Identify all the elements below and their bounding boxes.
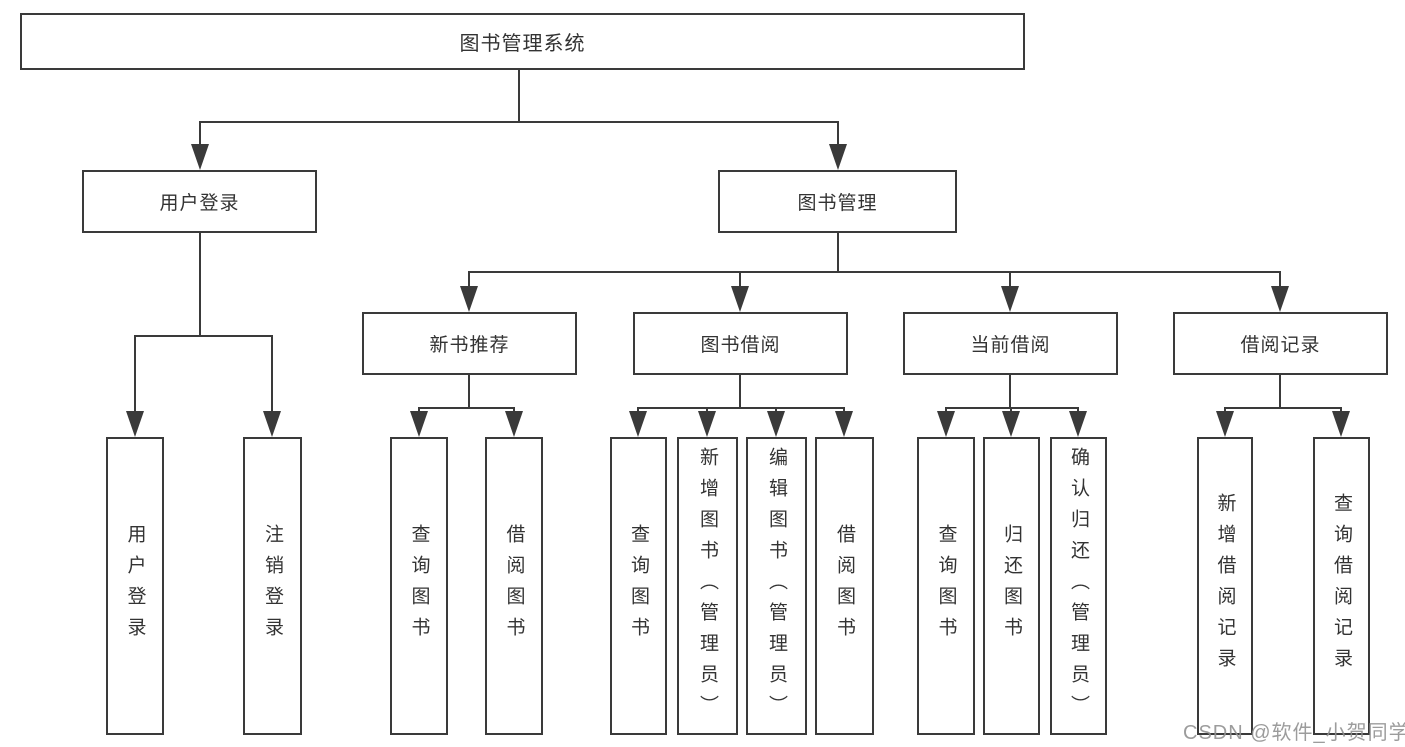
node-add-borrow-record: 新增借阅记录	[1197, 437, 1253, 735]
arrowhead-down-icon	[410, 411, 428, 437]
node-query-borrow-record: 查询借阅记录	[1313, 437, 1370, 735]
connector-level2-branch	[199, 121, 839, 123]
node-label: 查询图书	[628, 524, 649, 648]
connector-to-logout	[271, 335, 273, 413]
connector-book-borrow-stem	[739, 375, 741, 409]
node-confirm-return-admin: 确认归还（管理员）	[1050, 437, 1107, 735]
node-borrow-books: 借阅图书	[815, 437, 874, 735]
node-label: 新增图书（管理员）	[697, 446, 718, 726]
arrowhead-down-icon	[829, 144, 847, 170]
node-current-query-books: 查询图书	[917, 437, 975, 735]
connector-current-borrow-stem	[1009, 375, 1011, 409]
node-label: 注销登录	[262, 524, 283, 648]
arrowhead-down-icon	[698, 411, 716, 437]
node-user-login-leaf: 用户登录	[106, 437, 164, 735]
node-add-books-admin: 新增图书（管理员）	[677, 437, 738, 735]
connector-new-book-recommend-stem	[468, 375, 470, 409]
arrowhead-down-icon	[937, 411, 955, 437]
arrowhead-down-icon	[1001, 286, 1019, 312]
node-root: 图书管理系统	[20, 13, 1025, 70]
connector-user-login-stem	[199, 233, 201, 337]
arrowhead-down-icon	[505, 411, 523, 437]
connector-to-user-login-leaf	[134, 335, 136, 413]
arrowhead-down-icon	[460, 286, 478, 312]
node-label: 用户登录	[124, 524, 146, 648]
connector-current-borrow-branch	[945, 407, 1079, 409]
node-recommend-query-books: 查询图书	[390, 437, 448, 735]
connector-book-borrow-branch	[637, 407, 845, 409]
node-label: 查询图书	[935, 524, 957, 648]
node-borrow-records: 借阅记录	[1173, 312, 1388, 375]
arrowhead-down-icon	[126, 411, 144, 437]
arrowhead-down-icon	[1332, 411, 1350, 437]
arrowhead-down-icon	[1002, 411, 1020, 437]
arrowhead-down-icon	[835, 411, 853, 437]
connector-borrow-records-stem	[1279, 375, 1281, 409]
node-edit-books-admin: 编辑图书（管理员）	[746, 437, 807, 735]
node-current-borrow: 当前借阅	[903, 312, 1118, 375]
arrowhead-down-icon	[731, 286, 749, 312]
node-label: 查询图书	[408, 524, 430, 648]
node-book-management: 图书管理	[718, 170, 957, 233]
node-label: 新增借阅记录	[1214, 493, 1236, 679]
connector-root-stem	[518, 70, 520, 123]
node-user-login: 用户登录	[82, 170, 317, 233]
node-label: 确认归还（管理员）	[1068, 446, 1089, 726]
connector-user-login-branch	[134, 335, 273, 337]
node-borrow-query-books: 查询图书	[610, 437, 667, 735]
node-return-books: 归还图书	[983, 437, 1040, 735]
connector-to-user-login	[199, 121, 201, 146]
arrowhead-down-icon	[263, 411, 281, 437]
connector-new-book-recommend-branch	[418, 407, 515, 409]
arrowhead-down-icon	[767, 411, 785, 437]
arrowhead-down-icon	[191, 144, 209, 170]
node-label: 借阅图书	[834, 524, 855, 648]
connector-level3-branch	[468, 271, 1281, 273]
arrowhead-down-icon	[1069, 411, 1087, 437]
connector-borrow-records-branch	[1224, 407, 1342, 409]
node-recommend-borrow-books: 借阅图书	[485, 437, 543, 735]
node-new-book-recommend: 新书推荐	[362, 312, 577, 375]
node-label: 借阅图书	[503, 524, 525, 648]
node-label: 归还图书	[1001, 524, 1022, 648]
connector-book-management-stem	[837, 233, 839, 273]
node-label: 编辑图书（管理员）	[766, 446, 787, 726]
connector-to-current-borrow	[1009, 271, 1011, 289]
node-logout: 注销登录	[243, 437, 302, 735]
connector-to-borrow-records	[1279, 271, 1281, 289]
node-book-borrow: 图书借阅	[633, 312, 848, 375]
node-label: 查询借阅记录	[1331, 493, 1352, 679]
connector-to-book-management	[837, 121, 839, 146]
connector-to-book-borrow	[739, 271, 741, 289]
arrowhead-down-icon	[629, 411, 647, 437]
csdn-watermark: CSDN @软件_小贺同学	[1183, 722, 1405, 744]
arrowhead-down-icon	[1271, 286, 1289, 312]
arrowhead-down-icon	[1216, 411, 1234, 437]
connector-to-new-book-recommend	[468, 271, 470, 289]
